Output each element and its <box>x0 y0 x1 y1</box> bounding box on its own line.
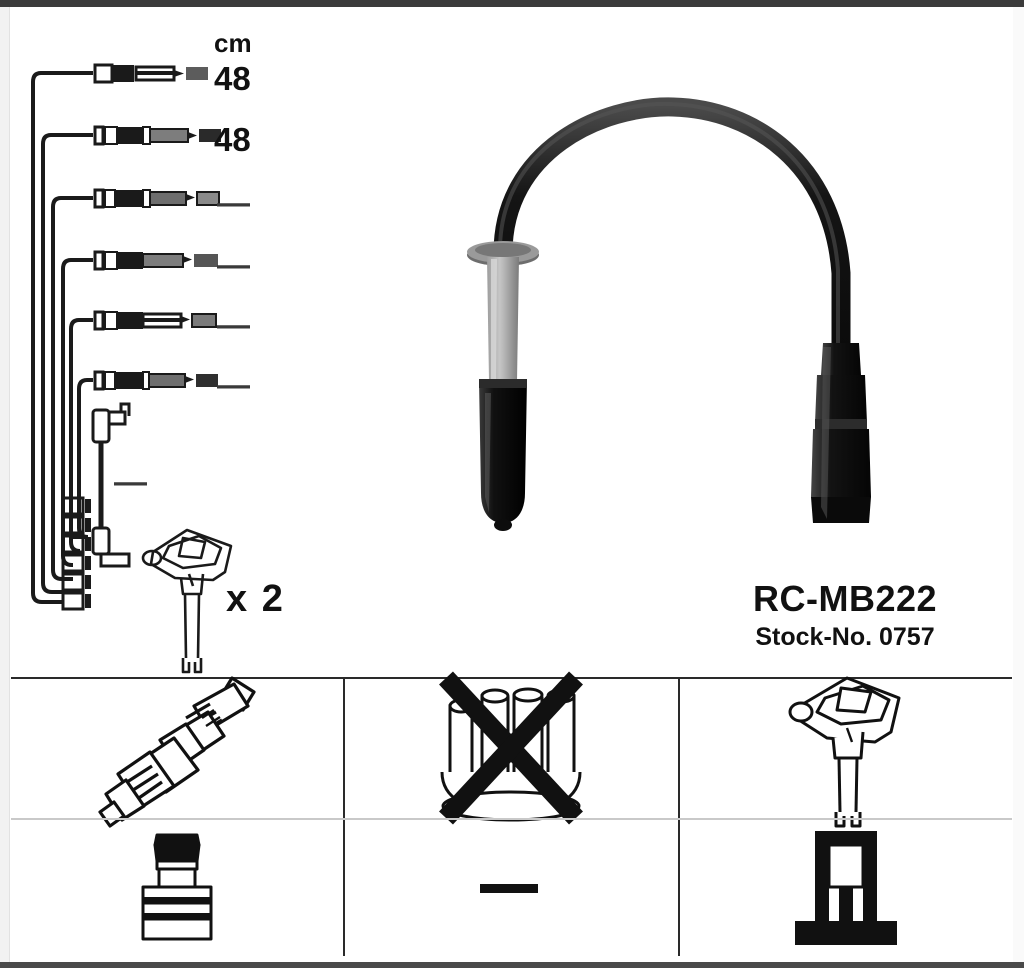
cell-coil-terminal <box>677 819 1012 956</box>
product-name: RC-MB222 <box>752 578 938 619</box>
cable-row-connector-1 <box>93 63 208 84</box>
frame-right-border <box>1013 7 1024 962</box>
cable-row-connector-4 <box>93 250 218 271</box>
icon-table-row-2 <box>11 817 1012 957</box>
ignition-coil-icon <box>141 528 233 674</box>
cable-length-5: — <box>217 306 250 343</box>
cross-out-mark <box>439 671 584 825</box>
icon-table-row-1 <box>11 671 1012 828</box>
spark-plug-icon <box>98 676 256 828</box>
cable-row-connector-2 <box>93 125 221 146</box>
cell-dash-placeholder <box>343 819 677 956</box>
frame-bottom-border <box>0 962 1024 968</box>
cable-length-2: 48 <box>214 121 251 158</box>
coil-connector-boot <box>811 343 871 523</box>
cable-row-connector-6 <box>93 370 218 391</box>
ignition-cable-assembly-illustration <box>467 97 871 531</box>
cell-distributor-cap <box>343 671 677 825</box>
upper-illustration-area: cm 48 48 — — — — — <box>11 8 1012 676</box>
cell-plug-connector-boot <box>11 820 343 957</box>
harness-terminal-ends <box>61 496 91 611</box>
product-stock-number: Stock-No. 0757 <box>755 623 935 651</box>
dash-placeholder-icon <box>480 883 539 893</box>
unit-header-cm: cm <box>214 28 252 58</box>
cable-body <box>493 97 851 371</box>
cable-length-3: — <box>217 184 250 221</box>
cell-ignition-coil <box>677 676 1012 828</box>
spark-plug-boot <box>467 241 539 531</box>
cable-harness-schematic <box>31 63 221 611</box>
cable-length-4: — <box>217 246 250 283</box>
cable-row-connector-5 <box>93 310 217 331</box>
cable-row-connector-7 <box>91 402 131 568</box>
frame-left-border <box>0 7 10 962</box>
frame-top-border <box>0 0 1024 7</box>
ignition-coil-icon <box>788 676 901 828</box>
cell-spark-plug <box>11 676 343 828</box>
distributor-cap-icon <box>439 671 584 825</box>
cable-row-connector-3 <box>93 188 220 209</box>
cable-length-6: — <box>217 366 250 403</box>
plug-connector-boot-icon <box>141 833 213 941</box>
cable-length-1: 48 <box>214 60 251 97</box>
coil-terminal-icon <box>794 830 897 945</box>
compatibility-icon-table <box>11 671 1012 957</box>
cable-length-7: — <box>114 463 147 500</box>
quantity-note: x 2 <box>226 578 285 620</box>
